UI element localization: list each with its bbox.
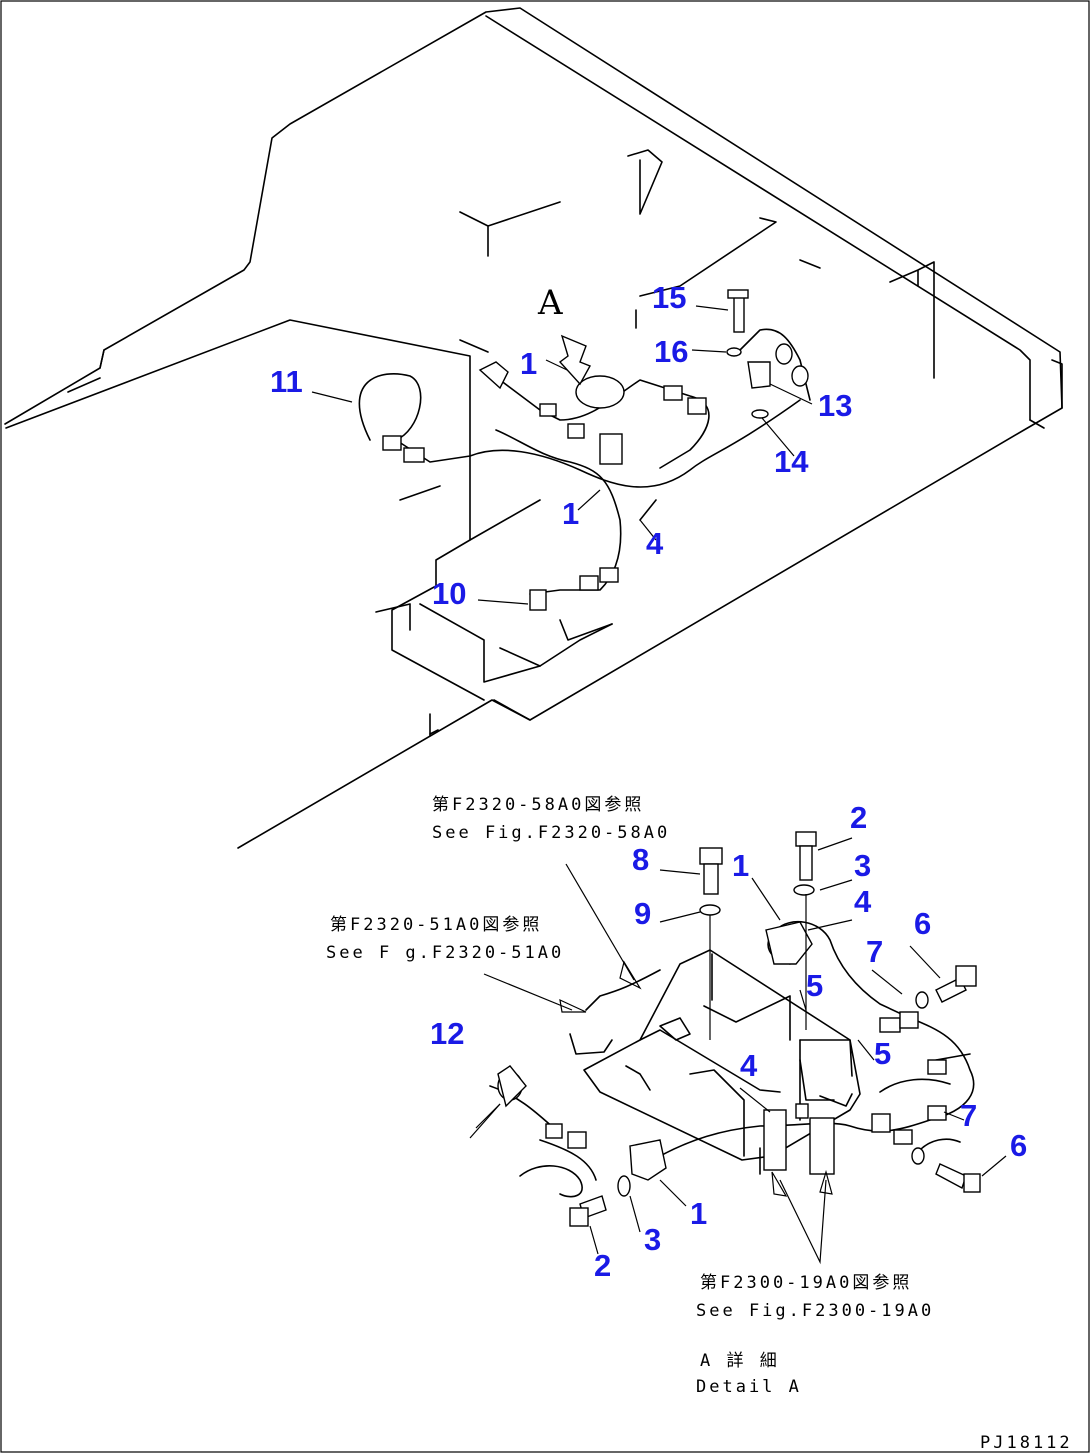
bolt-8-icon xyxy=(699,847,723,865)
reference-notes: 第F2320-58A0図参照 See Fig.F2320-58A0 第F2320… xyxy=(326,795,1073,1453)
callout-11: 11 xyxy=(270,364,303,399)
callout-1: 1 xyxy=(690,1196,707,1231)
detail-title-en: Detail A xyxy=(696,1377,802,1397)
callout-5: 5 xyxy=(806,968,823,1003)
ref-note-1-jp: 第F2320-58A0図参照 xyxy=(432,795,644,815)
callout-5: 5 xyxy=(874,1036,891,1071)
drawing-number: PJ18112 xyxy=(980,1433,1073,1453)
bolt-2-icon xyxy=(795,831,817,847)
callout-15: 15 xyxy=(652,280,686,315)
callout-8: 8 xyxy=(632,842,649,877)
callout-3: 3 xyxy=(854,848,871,883)
callout-9: 9 xyxy=(634,896,651,931)
ref-note-1-en: See Fig.F2320-58A0 xyxy=(432,823,670,843)
ref-note-2-en: See F g.F2320-51A0 xyxy=(326,943,564,963)
ref-note-3-jp: 第F2300-19A0図参照 xyxy=(700,1273,912,1293)
ref-note-2-jp: 第F2320-51A0図参照 xyxy=(330,915,542,935)
callout-1: 1 xyxy=(732,848,749,883)
fasteners xyxy=(569,831,981,1227)
callout-4: 4 xyxy=(740,1048,758,1083)
callout-7: 7 xyxy=(866,934,883,969)
callout-6: 6 xyxy=(914,906,931,941)
callout-4: 4 xyxy=(646,526,664,561)
callout-7: 7 xyxy=(960,1098,977,1133)
machine-frame-outline xyxy=(4,7,1063,849)
detail-title-jp: A 詳 細 xyxy=(700,1351,780,1371)
svg-text:A: A xyxy=(537,283,563,323)
callout-12: 12 xyxy=(430,1016,464,1051)
callout-6: 6 xyxy=(1010,1128,1027,1163)
leader-lines-bottom xyxy=(469,837,1007,1265)
callout-2: 2 xyxy=(594,1248,611,1283)
wiring-harness-top xyxy=(358,289,811,611)
callout-3: 3 xyxy=(644,1222,661,1257)
callout-16: 16 xyxy=(654,334,688,369)
callout-1: 1 xyxy=(520,346,537,381)
callout-1: 1 xyxy=(562,496,579,531)
callout-14: 14 xyxy=(774,444,809,479)
washer-9-icon xyxy=(699,904,721,916)
callout-10: 10 xyxy=(432,576,466,611)
relay-components xyxy=(629,921,891,1181)
ref-note-3-en: See Fig.F2300-19A0 xyxy=(696,1301,934,1321)
callout-4: 4 xyxy=(854,884,872,919)
leader-lines-top xyxy=(311,305,813,605)
callout-2: 2 xyxy=(850,800,867,835)
view-arrow-icon xyxy=(558,334,591,386)
view-a-indicator: A xyxy=(537,283,591,386)
callout-13: 13 xyxy=(818,388,852,423)
washer-3-icon xyxy=(793,884,815,896)
